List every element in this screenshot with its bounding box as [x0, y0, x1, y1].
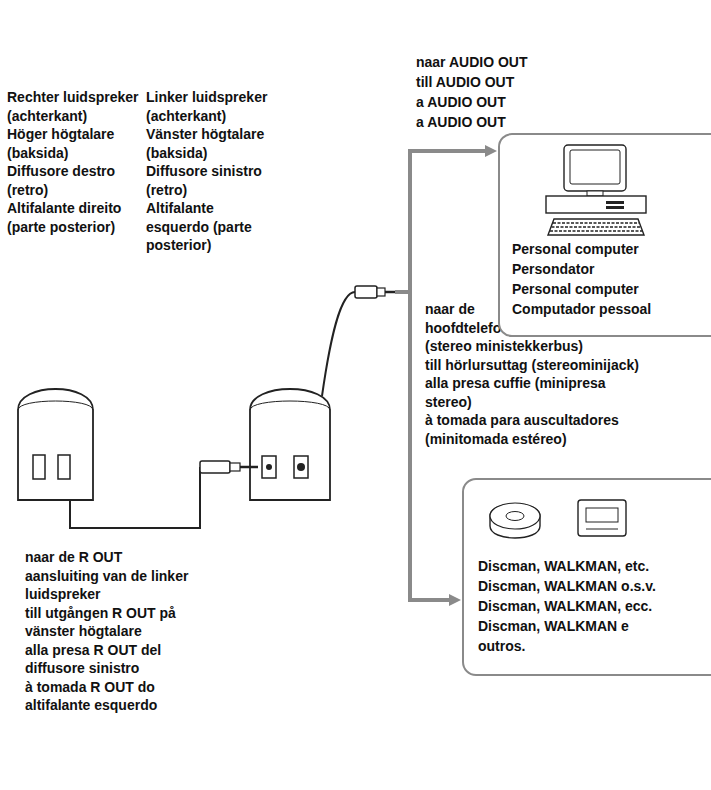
walkman: [578, 500, 626, 536]
speaker-top-edge: [18, 401, 93, 410]
connection-label: a AUDIO OUT: [416, 92, 636, 112]
connection-label: à tomada para auscultadores (minitomada …: [425, 411, 640, 448]
power-jack: [294, 456, 308, 478]
monitor-stand: [587, 191, 603, 196]
key-row: [553, 222, 639, 224]
device-name: Discman, WALKMAN o.s.v.: [478, 576, 673, 596]
monitor: [564, 145, 626, 191]
connection-label: a AUDIO OUT: [416, 112, 636, 132]
connection-line: [410, 149, 489, 153]
connection-label: till hörlursuttag (stereominijack): [425, 356, 640, 375]
connection-line: [408, 151, 412, 600]
player-icons: [478, 486, 648, 552]
connection-label: alla presa cuffie (minipresa stereo): [425, 374, 640, 411]
part-label: Vänster högtalare (baksida): [146, 125, 276, 162]
speaker-body: [18, 389, 93, 500]
discman-lid: [490, 503, 540, 529]
label-group: Linker luidspreker (achterkant)Vänster h…: [146, 88, 276, 255]
label-group: naar de R OUT aansluiting van de linker …: [25, 548, 195, 715]
device-name: Discman, WALKMAN, etc.: [478, 556, 673, 576]
part-label: Linker luidspreker (achterkant): [146, 88, 276, 125]
screen: [570, 150, 620, 184]
cassette-window: [586, 508, 618, 522]
speaker-cable: [70, 467, 200, 528]
discman-window: [506, 512, 524, 521]
arrowhead: [485, 145, 497, 157]
connection-line: [397, 290, 410, 294]
system-unit: [546, 196, 646, 213]
speaker-body: [250, 389, 330, 500]
drive-slot: [606, 201, 624, 204]
connection-label: alla presa R OUT del diffusore sinistro: [25, 641, 195, 678]
device-name: Discman, WALKMAN, ecc.: [478, 596, 673, 616]
key-row: [550, 230, 642, 232]
mini-plug: [200, 461, 230, 473]
part-label: Höger högtalare (baksida): [7, 125, 147, 162]
mini-plug: [230, 463, 240, 471]
device-name: Persondator: [512, 259, 711, 279]
device-box: Personal computerPersondatorPersonal com…: [498, 133, 711, 337]
jack-hole: [266, 464, 272, 470]
walkman-edge: [586, 529, 618, 530]
device-name: Discman, WALKMAN e outros.: [478, 616, 673, 656]
part-label: Altifalante esquerdo (parte posterior): [146, 199, 276, 255]
stereo-plug: [377, 288, 385, 296]
device-box: Discman, WALKMAN, etc.Discman, WALKMAN o…: [462, 478, 711, 676]
device-name: Personal computer: [512, 279, 711, 299]
discman: [490, 504, 540, 538]
connection-label: naar AUDIO OUT: [416, 52, 636, 72]
computer-icon: [542, 143, 652, 239]
part-label: Altifalante direito (parte posterior): [7, 199, 147, 236]
device-name: Personal computer: [512, 239, 711, 259]
input-cable: [322, 292, 355, 396]
connection-label: till AUDIO OUT: [416, 72, 636, 92]
connection-label: à tomada R OUT do altifalante esquerdo: [25, 678, 195, 715]
stereo-plug: [355, 286, 377, 298]
speaker-terminal: [33, 455, 45, 479]
part-label: Diffusore sinistro (retro): [146, 162, 276, 199]
label-group: Rechter luidspreker (achterkant)Höger hö…: [7, 88, 147, 236]
r-in-jack: [262, 456, 276, 478]
part-label: Rechter luidspreker (achterkant): [7, 88, 147, 125]
part-label: Diffusore destro (retro): [7, 162, 147, 199]
drive-slot: [606, 206, 624, 209]
connection-label: naar de R OUT aansluiting van de linker …: [25, 548, 195, 604]
connection-label: till utgången R OUT på vänster högtalare: [25, 604, 195, 641]
speaker-top-edge: [250, 401, 330, 410]
connection-line: [410, 598, 453, 602]
keyboard: [548, 219, 644, 235]
key-row: [552, 226, 641, 228]
speaker-terminal: [58, 455, 70, 479]
jack-hole: [297, 463, 305, 471]
label-group: naar AUDIO OUTtill AUDIO OUTa AUDIO OUTa…: [416, 52, 636, 132]
arrowhead: [449, 594, 461, 606]
device-name: Computador pessoal: [512, 299, 711, 319]
plug-tip: [240, 466, 258, 469]
